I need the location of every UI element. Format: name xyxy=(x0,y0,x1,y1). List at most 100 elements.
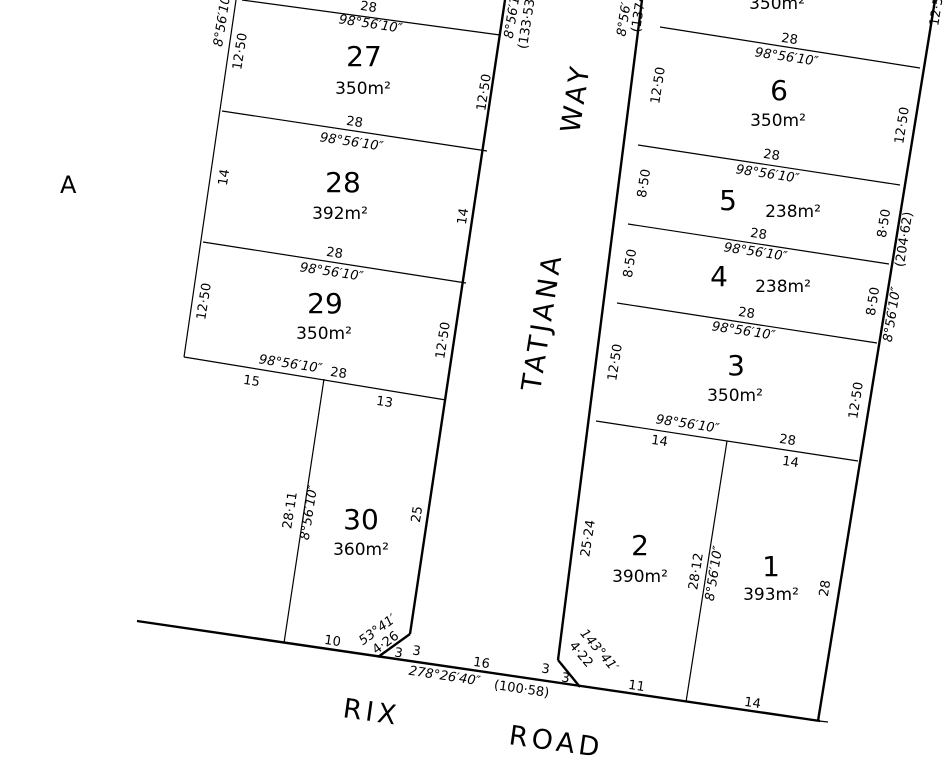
lot-6-5-line xyxy=(637,144,901,186)
lot-3-area: 350m² xyxy=(707,386,763,406)
tatjana-road-label: TATJANA xyxy=(516,250,569,394)
lot-28-front-dim: 14 xyxy=(455,207,472,226)
a-marker-label: A xyxy=(60,171,77,199)
lot-1-north-dim: 14 xyxy=(781,454,800,471)
lot-5-rear-dim: 8·50 xyxy=(875,208,894,239)
lot-28-north-dim: 28 xyxy=(345,114,364,131)
lot-27-bearing: 98°56′10″ xyxy=(338,12,404,36)
lot-2-frontage-dim: 11 xyxy=(627,678,646,695)
lot-29-30-line xyxy=(183,356,447,401)
lot-5-area: 238m² xyxy=(765,202,821,222)
lot-4-bearing: 98°56′10″ xyxy=(723,240,789,264)
lot-4-street-dim: 8·50 xyxy=(621,248,640,279)
rix-road-label: RIX xyxy=(341,693,402,732)
lot-29-area: 350m² xyxy=(296,324,352,344)
lot-28-rear-dim: 14 xyxy=(216,168,233,187)
lot-5-north-dim: 28 xyxy=(762,147,781,164)
lot-6-area: 350m² xyxy=(750,111,806,131)
lot-3-number: 3 xyxy=(727,349,745,382)
lot-30-frontage-dim: 10 xyxy=(323,633,342,650)
lot-30-west-dim: 28·11 xyxy=(280,491,301,530)
lot-30-west-bearing: 8°56′10″ xyxy=(298,484,322,541)
lot-5-number: 5 xyxy=(719,184,737,217)
east-boundary-total-dim: (204·62) xyxy=(893,211,917,268)
east-splay-side-dim: 3 xyxy=(560,671,570,687)
lot-3-rear-dim: 12·50 xyxy=(846,381,867,420)
west-corner-splay xyxy=(377,633,411,658)
road-frontage-total-dim: (100·58) xyxy=(493,678,550,701)
lot-29-bearing: 98°56′10″ xyxy=(299,260,365,284)
east-splay-short-dim: 3 xyxy=(540,662,550,678)
lot-30-front-dim: 13 xyxy=(375,394,394,411)
lot-27-number: 27 xyxy=(346,40,382,73)
lot-1-area: 393m² xyxy=(743,585,799,605)
lot-2-area: 390m² xyxy=(612,567,668,587)
lot-5-street-dim: 8·50 xyxy=(635,168,654,199)
lot-30-area: 360m² xyxy=(333,540,389,560)
lot-5-bearing: 98°56′10″ xyxy=(735,162,801,186)
lot-30-rear-dim: 15 xyxy=(242,373,261,390)
lot-27-28-line xyxy=(221,110,488,152)
lot-6-number: 6 xyxy=(770,74,788,107)
lot-2-1-dim: 28·12 xyxy=(686,552,707,591)
lot-4-north-dim: 28 xyxy=(749,226,768,243)
east-street-total-dim: (137·6 xyxy=(629,0,650,34)
lot-6-north-dim: 28 xyxy=(780,31,799,48)
lot-30-north-dim: 28 xyxy=(329,365,348,382)
west-splay-side-dim: 3 xyxy=(411,644,421,660)
lot-2-1-line xyxy=(685,440,728,703)
lot-labels: 27 350m² 28 392m² 29 350m² 30 360m² 350m… xyxy=(296,0,821,605)
lot-30-street-dim: 25 xyxy=(409,505,426,524)
lot-3-bearing: 98°56′10″ xyxy=(711,319,777,343)
rix-road-frontage-line xyxy=(136,619,821,723)
lot-4-area: 238m² xyxy=(755,277,811,297)
lot-2-north-dim: 14 xyxy=(650,433,669,450)
west-block-rear-line xyxy=(183,0,237,358)
east-boundary-line xyxy=(816,0,937,722)
lot-6-rear-dim: 12·50 xyxy=(892,106,913,145)
lot-1-frontage-dim: 14 xyxy=(743,695,762,712)
lot-27-north-dim: 28 xyxy=(359,0,378,16)
lot-29-north-dim: 28 xyxy=(325,245,344,262)
lot-28-area: 392m² xyxy=(312,204,368,224)
lot-5-4-line xyxy=(627,223,890,265)
lot-1-number: 1 xyxy=(762,550,780,583)
lot-2-3-dim: 28 xyxy=(778,432,797,449)
west-street-line xyxy=(408,0,507,635)
lot-3-street-dim: 12·50 xyxy=(605,343,626,382)
lot-4-3-line xyxy=(616,302,878,344)
lot-27-front-dim: 12·50 xyxy=(474,73,495,112)
lot-2-bearing: 98°56′10″ xyxy=(655,412,721,436)
lot-6-north-line xyxy=(659,26,921,69)
lot-4-number: 4 xyxy=(710,260,728,293)
lot-28-29-line xyxy=(202,241,467,284)
lot-30-west-line xyxy=(283,378,325,644)
lot-1-rear-dim: 28 xyxy=(817,579,834,598)
lot-30-number: 30 xyxy=(343,503,379,536)
lot-29-rear-dim: 12·50 xyxy=(194,282,215,321)
lot-28-number: 28 xyxy=(325,166,361,199)
east-street-bearing: 8°56′ xyxy=(614,1,634,37)
east-street-line xyxy=(556,0,644,661)
east-boundary-bearing: 8°56′10″ xyxy=(881,286,905,343)
lot-3-north-dim: 28 xyxy=(737,305,756,322)
lot-29-front-dim: 12·50 xyxy=(433,321,454,360)
lot-2-number: 2 xyxy=(631,529,649,562)
road-road-label: ROAD xyxy=(507,720,605,764)
lot-6-street-dim: 12·50 xyxy=(648,66,669,105)
way-road-label: WAY xyxy=(555,61,597,135)
top-right-rear-dim: 12·50 xyxy=(927,0,948,27)
plan-linework xyxy=(136,0,937,723)
lot-27-north-line xyxy=(241,0,501,36)
lot-27-area: 350m² xyxy=(335,79,391,99)
lot-4-rear-dim: 8·50 xyxy=(864,286,883,317)
lot-27-rear-dim: 12·50 xyxy=(230,32,251,71)
lot-6-bearing: 98°56′10″ xyxy=(754,45,820,69)
lot-2-street-dim: 25·24 xyxy=(578,519,599,558)
west-street-bearing: 8°56′1 xyxy=(502,0,523,40)
lot-29-number: 29 xyxy=(307,287,343,320)
top-right-lot-area: 350m² xyxy=(749,0,805,14)
lot-30-bearing: 98°56′10″ xyxy=(258,352,324,376)
west-splay-short-dim: 3 xyxy=(393,646,403,662)
